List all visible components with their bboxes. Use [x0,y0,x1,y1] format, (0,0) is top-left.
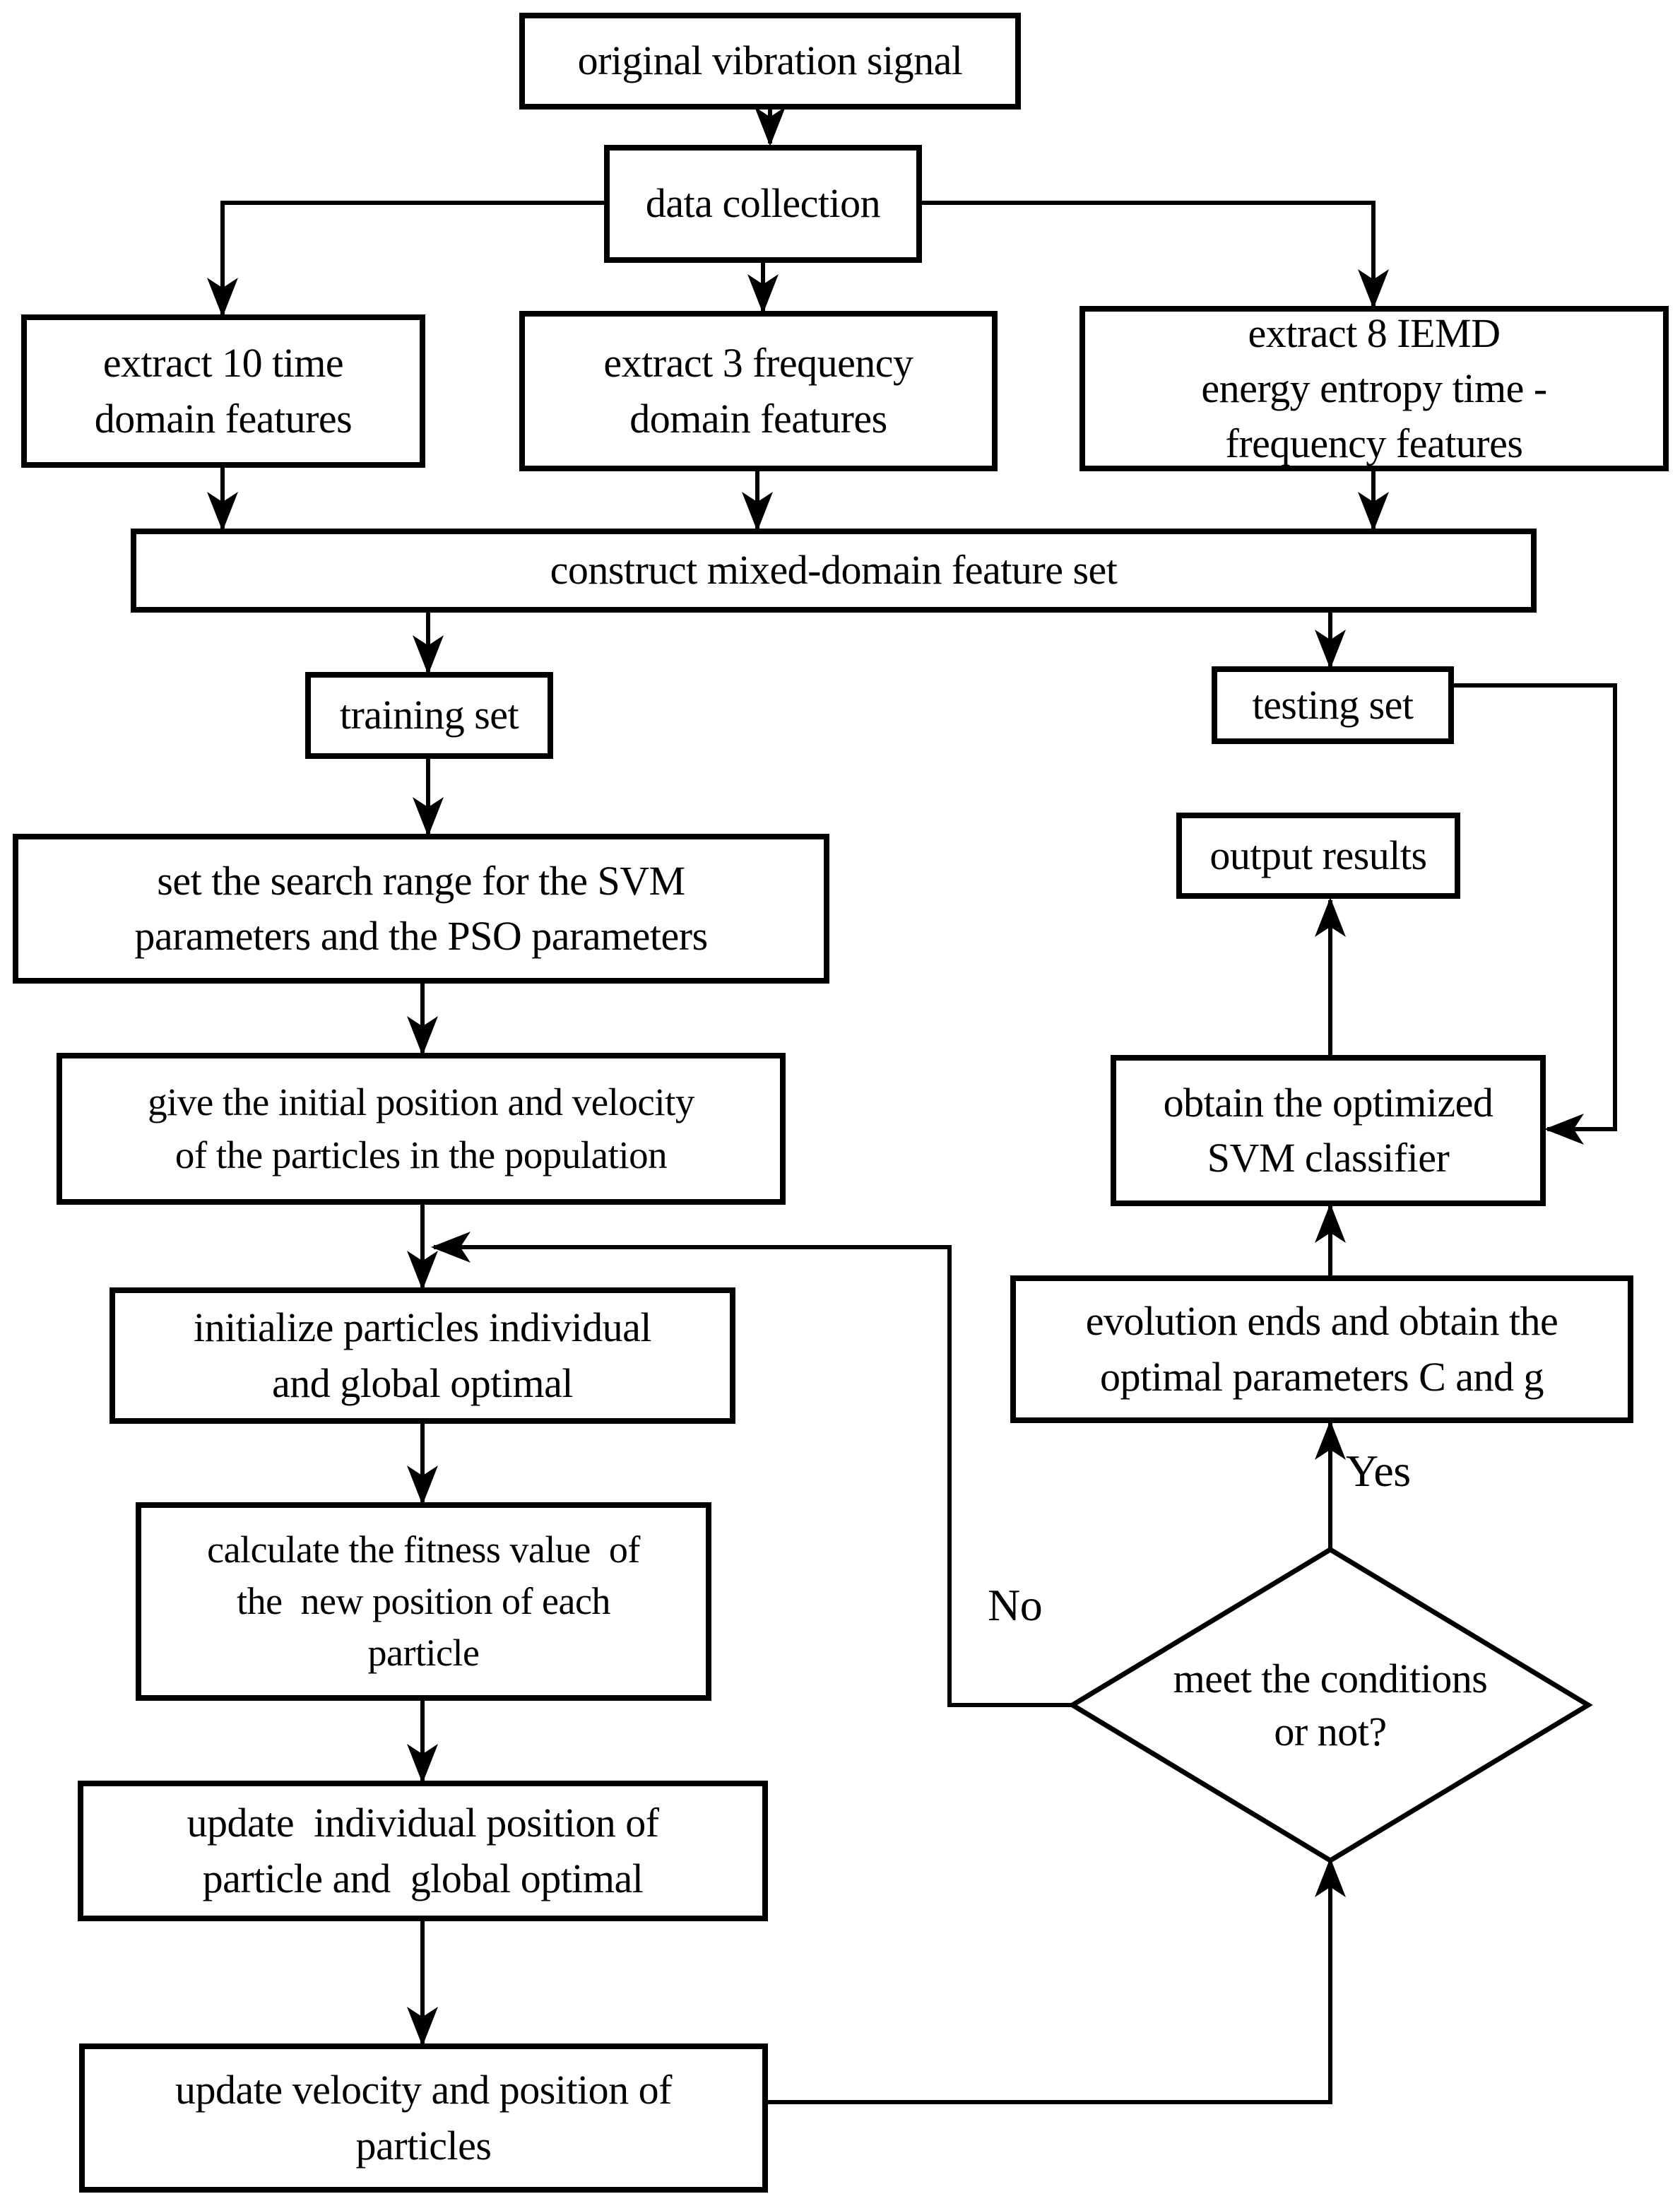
edge-updatevelocity-to-decision [768,1858,1346,2104]
node-original-vibration-signal: original vibration signal [519,13,1021,110]
node-set-search-range: set the search range for the SVM paramet… [13,834,829,984]
edge-testing-to-obtain [1454,683,1617,1145]
node-construct-feature-set: construct mixed-domain feature set [131,529,1537,613]
node-output-results: output results [1176,813,1460,899]
node-extract-iemd-features: extract 8 IEMD energy entropy time - fre… [1079,306,1669,471]
node-decision-meet-conditions: meet the conditions or not? [1173,1655,1488,1754]
node-initialize-particles: initialize particles individual and glob… [110,1287,735,1424]
node-testing-set: testing set [1212,666,1454,744]
node-extract-time-features: extract 10 time domain features [21,314,425,468]
decision-yes-label: Yes [1346,1446,1411,1496]
node-update-individual-position: update individual position of particle a… [78,1781,768,1921]
node-calculate-fitness: calculate the fitness value of the new p… [136,1502,711,1701]
decision-diamond-shape [1067,1546,1593,1864]
edge-decision-no-feedback [431,1232,1072,1707]
node-update-velocity-position: update velocity and position of particle… [79,2043,768,2193]
node-training-set: training set [305,672,553,759]
node-give-initial-position: give the initial position and velocity o… [57,1053,786,1205]
node-data-collection: data collection [604,145,922,263]
decision-no-label: No [988,1580,1043,1630]
node-evolution-ends: evolution ends and obtain the optimal pa… [1010,1275,1633,1423]
node-obtain-optimized-svm: obtain the optimized SVM classifier [1111,1055,1546,1206]
edge-datacollection-to-extract-time [207,201,606,317]
edge-datacollection-to-extract-iemd [920,201,1389,309]
node-extract-frequency-features: extract 3 frequency domain features [519,311,998,471]
